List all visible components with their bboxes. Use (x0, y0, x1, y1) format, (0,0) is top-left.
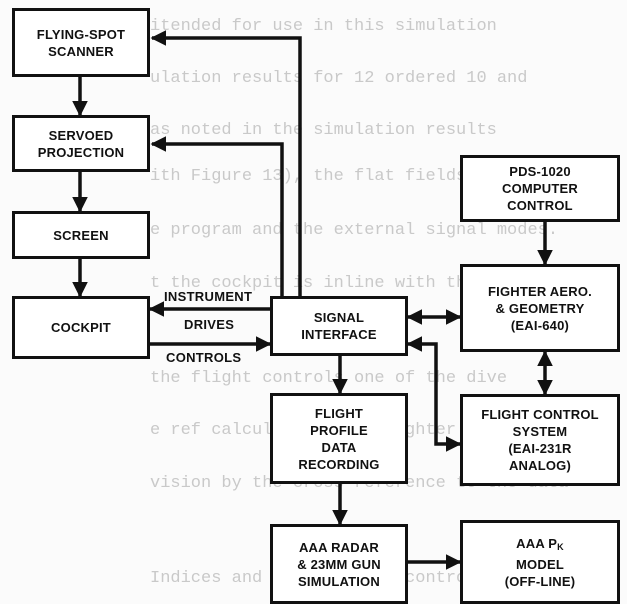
aaa-radar-gun-simulation-label: AAA RADAR & 23MM GUN SIMULATION (297, 539, 381, 589)
aaa-pk-subscript: K (557, 541, 564, 552)
aaa-pk-rest: MODEL (OFF-LINE) (504, 556, 576, 589)
aaa-pk-model-label: AAA PK MODEL (OFF-LINE) (505, 535, 576, 590)
servoed-projection-label: SERVOED PROJECTION (37, 127, 125, 160)
pds-computer-control-box: PDS-1020 COMPUTER CONTROL (460, 155, 620, 222)
fighter-aero-geometry-box: FIGHTER AERO. & GEOMETRY (EAI-640) (460, 264, 620, 352)
arrow-interface-flight-control (406, 336, 462, 452)
aaa-pk-model-box: AAA PK MODEL (OFF-LINE) (460, 520, 620, 604)
background-text-line: as noted in the simulation results (150, 121, 497, 140)
screen-label: SCREEN (53, 227, 109, 243)
flight-control-system-box: FLIGHT CONTROL SYSTEM (EAI-231R ANALOG) (460, 394, 620, 486)
cockpit-label: COCKPIT (51, 320, 111, 335)
aaa-pk-prefix: AAA P (516, 535, 558, 551)
background-text-line: t the cockpit is inline with the (150, 274, 477, 293)
signal-interface-label: SIGNAL INTERFACE (301, 310, 377, 342)
flying-spot-scanner-label: FLYING-SPOT SCANNER (36, 26, 126, 59)
flight-profile-data-recording-label: FLIGHT PROFILE DATA RECORDING (298, 405, 380, 472)
cockpit-box: COCKPIT (12, 296, 150, 359)
background-text-line: ith Figure 13), the flat fields in the (150, 167, 538, 186)
pds-computer-control-label: PDS-1020 COMPUTER CONTROL (502, 164, 578, 213)
arrow-interface-to-projection (150, 136, 284, 296)
flying-spot-scanner-box: FLYING-SPOT SCANNER (12, 8, 150, 77)
background-text-line: ulation results for 12 ordered 10 and (150, 69, 528, 88)
background-text-line: itended for use in this simulation (150, 17, 497, 36)
background-text-line: e program and the external signal modes. (150, 221, 559, 240)
instrument-label: INSTRUMENT (164, 289, 253, 304)
flight-profile-data-recording-box: FLIGHT PROFILE DATA RECORDING (270, 393, 408, 484)
flight-control-system-label: FLIGHT CONTROL SYSTEM (EAI-231R ANALOG) (481, 407, 599, 473)
servoed-projection-box: SERVOED PROJECTION (12, 115, 150, 172)
screen-box: SCREEN (12, 211, 150, 259)
arrow-interface-to-scanner (150, 30, 302, 296)
signal-interface-box: SIGNAL INTERFACE (270, 296, 408, 356)
fighter-aero-geometry-label: FIGHTER AERO. & GEOMETRY (EAI-640) (488, 283, 592, 333)
aaa-radar-gun-simulation-box: AAA RADAR & 23MM GUN SIMULATION (270, 524, 408, 604)
drives-label: DRIVES (184, 317, 235, 332)
controls-label: CONTROLS (166, 350, 242, 365)
